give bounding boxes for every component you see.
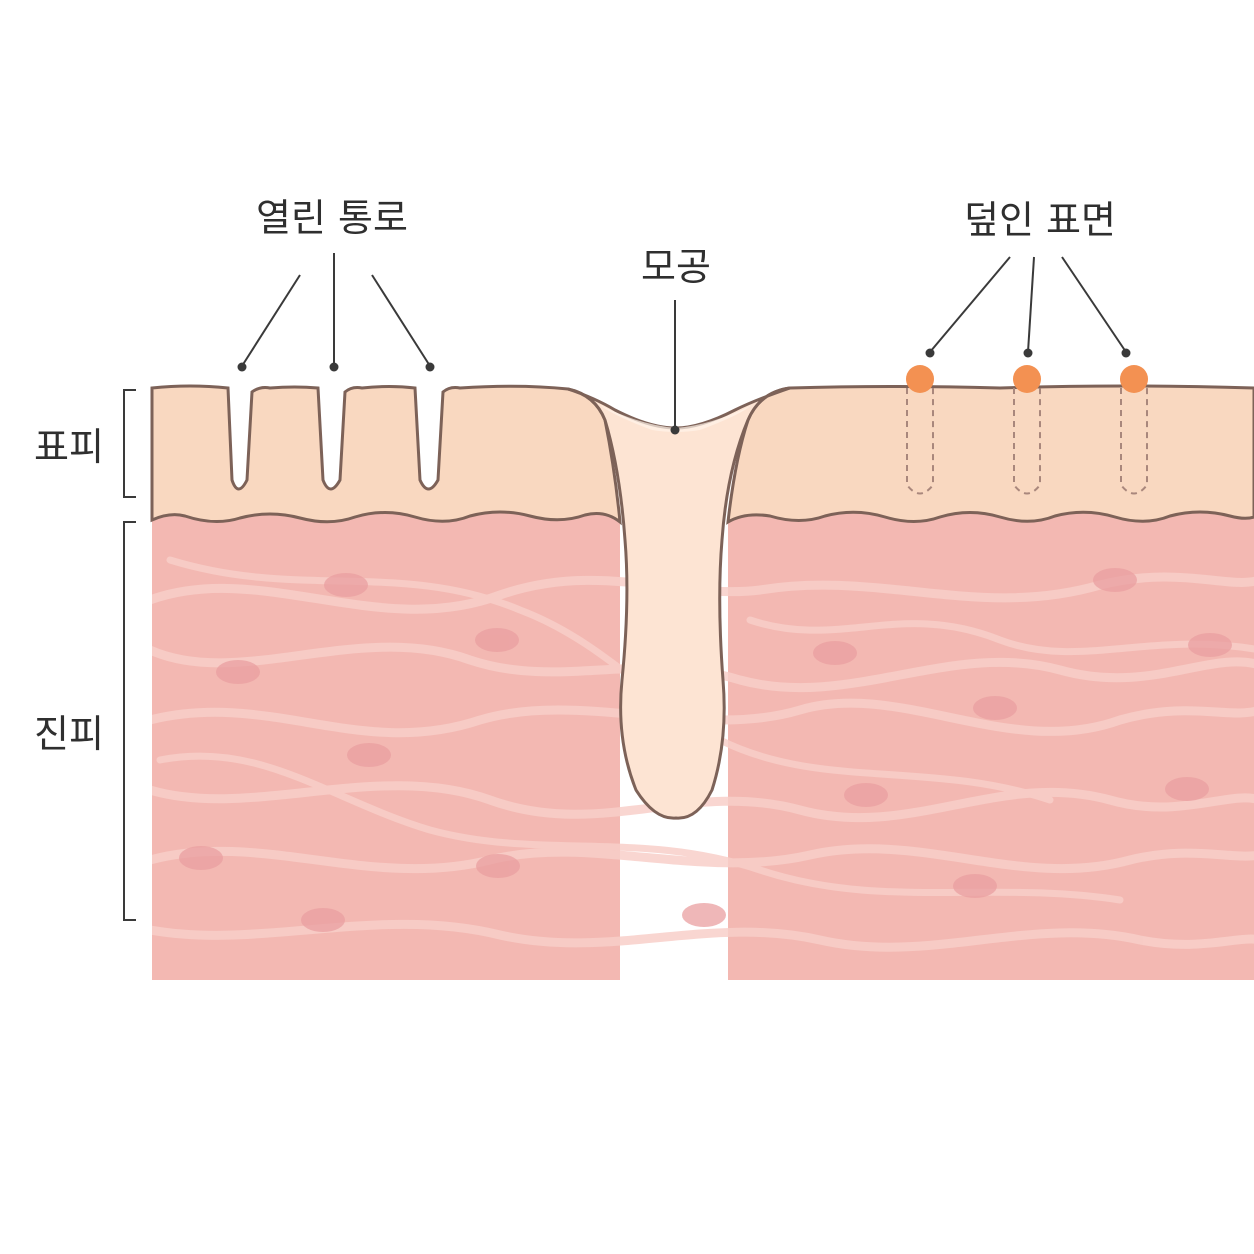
dermis-layer [152, 512, 1254, 980]
covered-channels [906, 388, 1148, 495]
leader-endpoints [237, 348, 1131, 435]
epidermis-bracket [123, 389, 136, 498]
covering-dot [1013, 365, 1041, 393]
pore-opening [600, 405, 752, 432]
dermis-bracket [123, 521, 136, 921]
label-open-channels: 열린 통로 [256, 196, 408, 240]
layer-brackets [123, 389, 136, 921]
label-pore: 모공 [641, 245, 711, 289]
covering-dot [1120, 365, 1148, 393]
epidermis-left [150, 384, 622, 526]
leader-lines [241, 253, 1127, 428]
covering-dots [906, 365, 1148, 393]
epidermis-layer [150, 384, 1254, 526]
dermis-cells [179, 568, 1232, 932]
epidermis-right [726, 384, 1254, 525]
pore [567, 386, 791, 820]
covering-dot [906, 365, 934, 393]
label-covered-surface: 덮인 표면 [964, 198, 1116, 242]
label-epidermis: 표피 [34, 425, 104, 469]
label-dermis: 진피 [34, 712, 104, 756]
